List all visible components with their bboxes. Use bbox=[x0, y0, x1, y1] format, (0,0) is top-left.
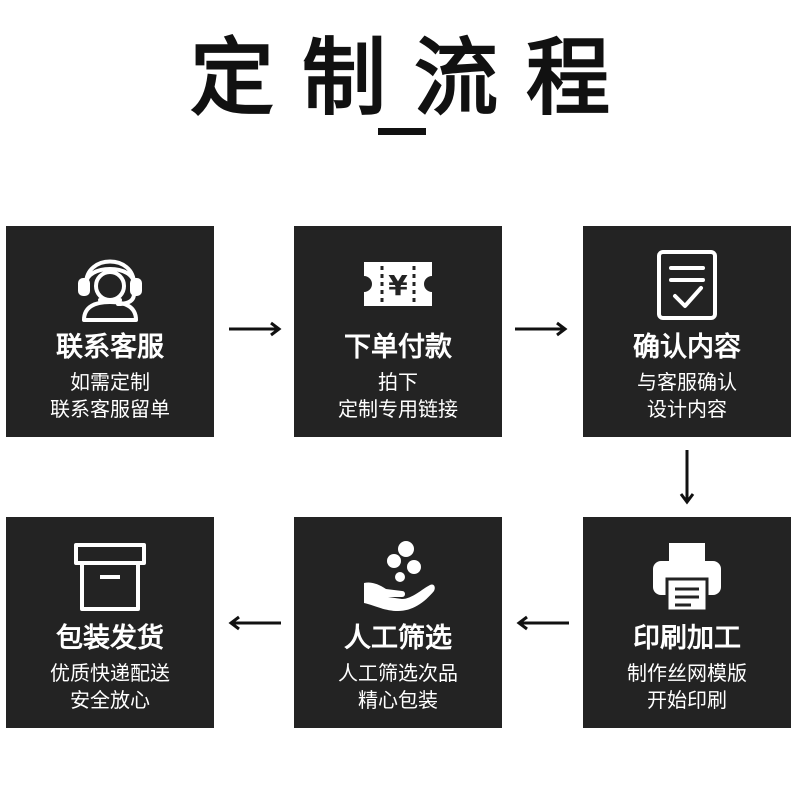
step-desc-line-1: 人工筛选次品 bbox=[338, 661, 458, 685]
svg-text:¥: ¥ bbox=[388, 269, 408, 302]
step-card-print-process: 印刷加工 制作丝网模版 开始印刷 bbox=[583, 517, 791, 728]
step-description: 人工筛选次品 精心包装 bbox=[294, 660, 502, 714]
printer-icon bbox=[647, 535, 727, 615]
step-title: 人工筛选 bbox=[344, 623, 452, 654]
step-desc-line-2: 联系客服留单 bbox=[50, 397, 170, 421]
step-description: 优质快递配送 安全放心 bbox=[6, 660, 214, 714]
step-title: 确认内容 bbox=[633, 332, 741, 363]
step-title: 下单付款 bbox=[344, 332, 452, 363]
step-desc-line-1: 如需定制 bbox=[70, 370, 150, 394]
step-title: 印刷加工 bbox=[633, 623, 741, 654]
title-underline bbox=[378, 128, 426, 135]
step-desc-line-2: 定制专用链接 bbox=[338, 397, 458, 421]
step-desc-line-2: 开始印刷 bbox=[647, 688, 727, 712]
step-title: 联系客服 bbox=[56, 332, 164, 363]
step-description: 与客服确认 设计内容 bbox=[583, 369, 791, 423]
step-desc-line-1: 优质快递配送 bbox=[50, 661, 170, 685]
customer-service-headset-icon bbox=[70, 244, 150, 324]
step-desc-line-1: 拍下 bbox=[378, 370, 418, 394]
document-check-icon bbox=[647, 244, 727, 324]
step-description: 如需定制 联系客服留单 bbox=[6, 369, 214, 423]
step-card-contact-service: 联系客服 如需定制 联系客服留单 bbox=[6, 226, 214, 437]
step-description: 制作丝网模版 开始印刷 bbox=[583, 660, 791, 714]
step-card-order-pay: ¥ 下单付款 拍下 定制专用链接 bbox=[294, 226, 502, 437]
step-desc-line-1: 与客服确认 bbox=[637, 370, 737, 394]
arrow-right-icon bbox=[229, 321, 283, 337]
step-card-pack-ship: 包装发货 优质快递配送 安全放心 bbox=[6, 517, 214, 728]
yen-ticket-icon: ¥ bbox=[358, 244, 438, 324]
step-desc-line-2: 精心包装 bbox=[358, 688, 438, 712]
arrow-left-icon bbox=[227, 615, 281, 631]
step-card-confirm-content: 确认内容 与客服确认 设计内容 bbox=[583, 226, 791, 437]
step-description: 拍下 定制专用链接 bbox=[294, 369, 502, 423]
hand-coins-icon bbox=[358, 535, 438, 615]
step-desc-line-2: 设计内容 bbox=[647, 397, 727, 421]
step-desc-line-2: 安全放心 bbox=[70, 688, 150, 712]
arrow-left-icon bbox=[515, 615, 569, 631]
page-title: 定制流程 bbox=[189, 29, 638, 127]
step-card-manual-screening: 人工筛选 人工筛选次品 精心包装 bbox=[294, 517, 502, 728]
step-title: 包装发货 bbox=[56, 623, 164, 654]
arrow-right-icon bbox=[515, 321, 569, 337]
step-desc-line-1: 制作丝网模版 bbox=[627, 661, 747, 685]
arrow-down-icon bbox=[679, 450, 695, 506]
box-icon bbox=[70, 535, 150, 615]
